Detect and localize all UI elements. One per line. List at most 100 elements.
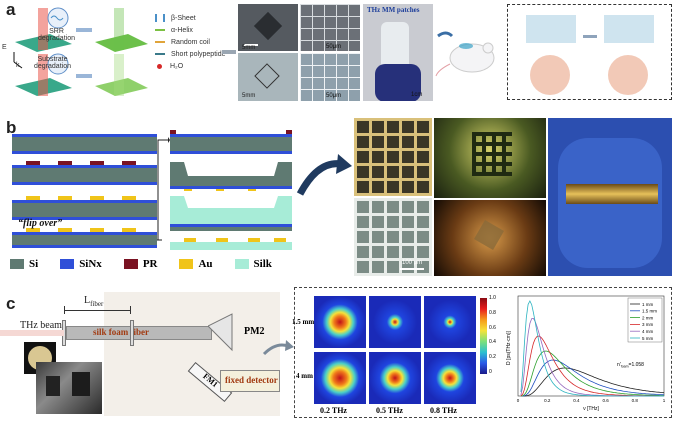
legend-item: β-Sheet	[155, 12, 237, 24]
fabrication-steps-left	[12, 134, 162, 248]
x-tick-label: 0.4	[573, 398, 580, 403]
photo-rolled-patch	[548, 118, 672, 276]
x-tick-label: 0.2	[544, 398, 551, 403]
panel-b-legend: Si SiNx PR Au Silk	[10, 258, 272, 270]
photo-srr-top: 50μm	[300, 4, 360, 51]
sheet-substrate-after	[95, 78, 148, 96]
legend-entry: 4 mm	[642, 329, 654, 334]
panel-c-arrow	[262, 340, 294, 356]
swatch-au	[179, 259, 194, 269]
scalebar-label: 5mm	[242, 93, 256, 99]
legend-entry: 2 mm	[642, 315, 654, 320]
magnified-circle-1	[47, 7, 69, 29]
colorbar-tick: 0	[489, 368, 492, 375]
photo-x-resonators-gold	[354, 118, 432, 196]
panel-a-schematic	[13, 7, 148, 96]
l-fiber-bracket	[64, 310, 130, 311]
col-label-0-2thz: 0.2 THz	[320, 406, 347, 415]
legend-label: Au	[198, 258, 213, 270]
l-fiber-symbol: L	[84, 295, 91, 306]
fixed-detector-label: fixed detector	[225, 375, 278, 385]
l-fiber-label: Lfiber	[84, 295, 103, 308]
beam-substrate-after	[114, 54, 124, 96]
legend-item: Au	[179, 258, 213, 270]
refractive-index-annotation: n'foam=1.058	[617, 362, 644, 369]
legend-label: Silk	[253, 258, 272, 270]
photo-srr-bottom: 50μm	[300, 53, 360, 101]
colorbar	[480, 298, 487, 374]
colorbar-tick: 1.0	[489, 295, 496, 301]
x-tick-label: 0	[517, 398, 520, 403]
flip-arrow	[157, 137, 170, 240]
swatch-silk	[234, 259, 249, 269]
annotation-symbol: n'	[617, 362, 621, 368]
panel-c-results-box	[294, 287, 672, 418]
fixed-detector: fixed detector	[220, 370, 280, 392]
legend-label: H₂O	[170, 62, 184, 70]
panel-letter-c: c	[6, 294, 16, 313]
heatmap-1-5mm-0-5thz	[369, 296, 421, 348]
legend-entry: 1 mm	[642, 302, 654, 307]
photo-patch-bottom: 5mm	[238, 53, 298, 101]
photo-thz-patches: THz MM patches 1cm	[363, 4, 433, 101]
scalebar-label: 50μm	[326, 44, 342, 50]
colorbar-tick: 0.6	[489, 324, 496, 331]
legend-item: SiNx	[60, 258, 102, 270]
heatmap-1-5mm-0-8thz	[424, 296, 476, 348]
magnified-circle-2	[47, 53, 69, 75]
col-label-0-5thz: 0.5 THz	[376, 406, 403, 415]
annotation-value: =1.058	[629, 362, 645, 368]
heatmap-4mm-0-8thz	[424, 352, 476, 404]
series-line	[520, 367, 665, 397]
scalebar-label: 1cm	[411, 92, 423, 98]
panel-letter-b: b	[6, 118, 17, 137]
sheet-srr-after	[95, 34, 148, 52]
heatmap-4mm-0-2thz	[314, 352, 366, 404]
axis-e-label: E	[2, 44, 7, 51]
heatmap-4mm-0-5thz	[369, 352, 421, 404]
photo-patch-on-light	[434, 118, 546, 198]
colorbar-tick: 0.2	[489, 354, 496, 361]
flip-over-label: “flip over”	[18, 218, 63, 229]
row-label-1: 1.5 mm	[292, 318, 315, 326]
alpha-helix-icon	[155, 29, 165, 31]
legend-label: SiNx	[79, 258, 102, 270]
panel-letter-a: a	[6, 0, 16, 19]
series-line	[520, 300, 664, 397]
swatch-pr	[123, 259, 138, 269]
short-polypeptide-icon	[155, 53, 165, 55]
panel-b-arrow	[296, 154, 352, 196]
silk-foam-fiber-label: silk foam fiber	[93, 327, 149, 337]
photo-lab-setup	[36, 362, 102, 414]
pm2-label: PM2	[244, 326, 265, 337]
substrate-degradation-label: Substrate degradation	[34, 56, 71, 70]
axis-k-label: k	[16, 62, 20, 69]
series-line	[520, 350, 664, 397]
srr-degradation-label: SRR degradation	[38, 28, 75, 42]
swatch-sinx	[60, 259, 75, 269]
thz-beam-label: THz beam	[20, 320, 62, 331]
x-tick-label: 0.6	[602, 398, 609, 403]
setup-background	[104, 292, 280, 416]
photo-patch-top: 5mm	[238, 4, 298, 51]
scalebar-label: 50μm	[326, 93, 342, 99]
beam-substrate-before	[38, 54, 48, 96]
legend-item: Silk	[234, 258, 272, 270]
legend-item: Short polypeptide	[155, 48, 237, 60]
photo-patch-on-skin	[434, 200, 546, 276]
dispersion-plot: 1 mm1.5 mm2 mm3 mm4 mm5 mm D [ps(THz·cm)…	[506, 295, 666, 412]
legend-label: Si	[29, 258, 39, 270]
scalebar-label: 5mm	[242, 45, 256, 51]
panel-a-detail-box	[507, 4, 672, 100]
colorbar-ticks: 1.0 0.8 0.6 0.4 0.2 0	[489, 295, 496, 375]
legend-item: α-Helix	[155, 24, 237, 36]
legend-box	[627, 297, 663, 343]
panel-a-arrow	[222, 50, 236, 54]
colorbar-tick: 0.8	[489, 309, 496, 316]
row-label-2: 4 mm	[296, 372, 313, 380]
legend-label: Short polypeptide	[171, 50, 226, 58]
annotation-subscript: foam	[621, 365, 629, 369]
water-dot-icon	[157, 63, 162, 69]
photo-x-resonators-silk: 100 μm	[354, 198, 432, 276]
mouse-illustration	[435, 31, 495, 77]
